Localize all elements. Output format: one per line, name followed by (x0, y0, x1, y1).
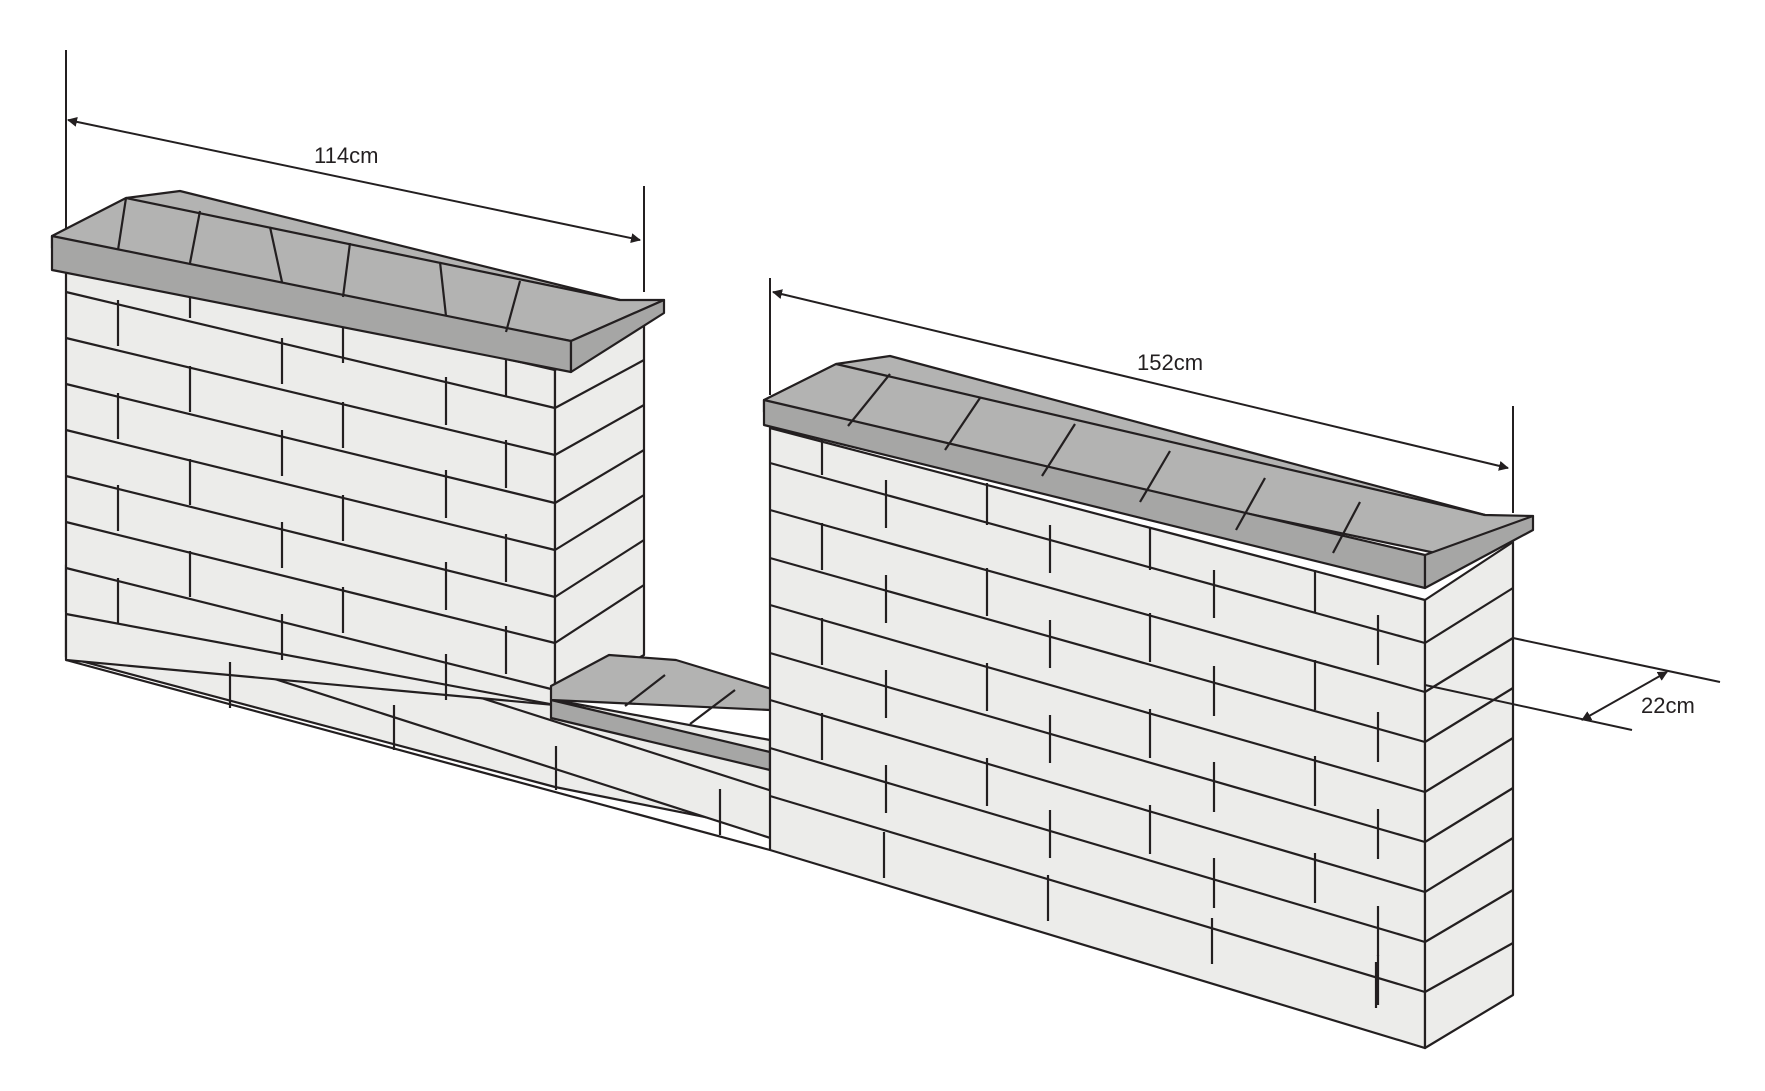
left-pillar-courses (65, 290, 645, 707)
left-pillar (50, 189, 666, 707)
base-wall-joints (65, 658, 1378, 1008)
right-coping-end (1423, 514, 1535, 590)
left-dimension-label: 114cm (314, 143, 378, 168)
middle-coping (549, 653, 777, 772)
depth-dimension-label: 22cm (1641, 693, 1695, 718)
left-pillar-side (553, 316, 646, 707)
dimension-lines (65, 50, 1721, 731)
right-pillar-courses (769, 440, 1514, 1005)
left-coping-end (569, 298, 666, 374)
right-dimension-arrow (772, 289, 1509, 471)
right-pillar (65, 354, 1535, 1050)
left-dimension-arrow (67, 116, 641, 244)
depth-extension-line-back (1512, 637, 1721, 683)
right-dimension-label: 152cm (1137, 350, 1203, 375)
depth-dimension-arrow (1581, 671, 1668, 721)
depth-extension-line-front (1424, 684, 1633, 731)
right-pillar-side (1423, 540, 1515, 1050)
